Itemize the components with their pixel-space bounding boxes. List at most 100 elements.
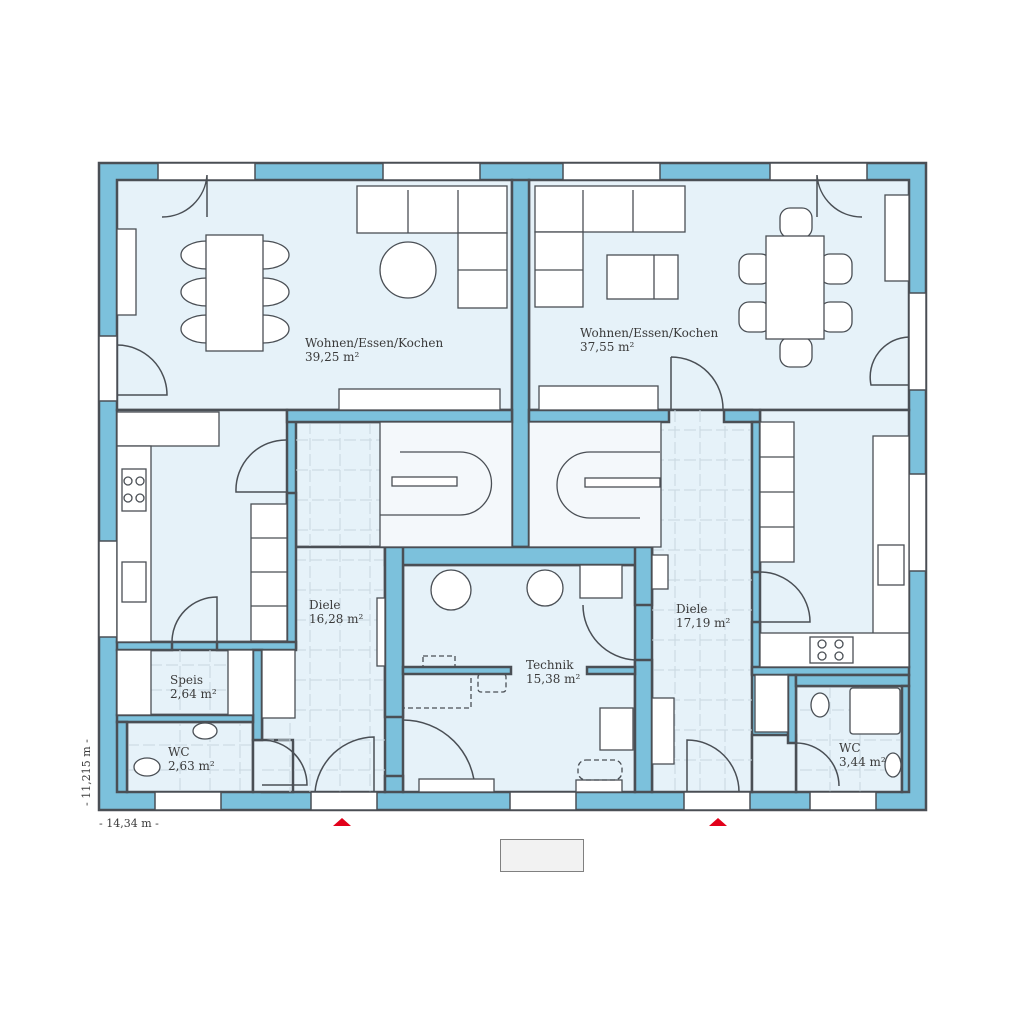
dryer-outline	[422, 655, 456, 668]
room-name: WC	[168, 745, 190, 759]
chair	[819, 301, 853, 333]
sink	[877, 544, 905, 586]
window	[98, 335, 118, 402]
window	[98, 540, 118, 638]
room-label-living-left: Wohnen/Essen/Kochen 39,25 m²	[305, 336, 443, 364]
appliance-outline	[577, 759, 623, 781]
window	[382, 162, 481, 181]
depth-dimension: - 11,215 m -	[80, 739, 93, 806]
washbasin	[884, 752, 902, 778]
window	[509, 791, 577, 811]
width-dimension: - 14,34 m -	[99, 817, 159, 830]
room-label-technik: Technik 15,38 m²	[526, 658, 580, 686]
speis-shelf	[227, 649, 254, 716]
room-area: 3,44 m²	[839, 755, 886, 769]
room-area: 16,28 m²	[309, 612, 364, 626]
door-swing	[261, 739, 308, 786]
door-swing	[869, 336, 910, 386]
door-swing	[582, 604, 636, 661]
room-label-living-right: Wohnen/Essen/Kochen 37,55 m²	[580, 326, 718, 354]
wardrobe	[754, 674, 789, 733]
window	[154, 791, 222, 811]
tank	[430, 569, 472, 611]
room-area: 37,55 m²	[580, 340, 635, 354]
wardrobe	[261, 649, 296, 719]
sink	[121, 561, 147, 603]
front-door	[683, 791, 751, 811]
room-area: 39,25 m²	[305, 350, 360, 364]
tank	[526, 569, 564, 607]
dining-table	[765, 235, 825, 340]
toilet	[810, 692, 830, 718]
sofa	[534, 185, 686, 233]
device	[599, 707, 634, 751]
room-name: Wohnen/Essen/Kochen	[580, 326, 719, 340]
room-label-diele-left: Diele 16,28 m²	[309, 598, 363, 626]
bench	[418, 778, 495, 793]
room-label-speis: Speis 2,64 m²	[170, 673, 217, 701]
door-swing	[686, 739, 740, 793]
sideboard	[884, 194, 910, 282]
floor-wc-left-hall	[251, 738, 295, 794]
wall-speis-right	[251, 648, 264, 742]
toilet	[133, 757, 161, 777]
wall-technik-left-low	[383, 774, 405, 794]
dining-table	[205, 234, 264, 352]
sofa	[356, 185, 508, 234]
window	[908, 473, 927, 572]
wall-stair-right-top	[527, 408, 671, 424]
door-swing	[402, 719, 476, 793]
door-swing	[795, 742, 840, 787]
wall-wc-left-west	[115, 720, 129, 794]
wall-diele-left	[285, 491, 298, 650]
room-name: Technik	[526, 658, 574, 672]
room-area: 17,19 m²	[676, 616, 731, 630]
armchair	[606, 254, 679, 300]
entry-arrow-icon	[709, 818, 727, 826]
chair	[819, 253, 853, 285]
washer-outline	[402, 673, 472, 709]
shelf	[651, 554, 669, 590]
stove	[121, 468, 147, 512]
door-swing	[171, 596, 218, 643]
wall-wc-right-east	[900, 684, 911, 794]
shelf	[651, 697, 675, 765]
legend-box	[500, 839, 584, 872]
room-name: WC	[839, 741, 861, 755]
wall-wc-right-top	[794, 673, 911, 688]
kitchen-counter	[116, 411, 220, 447]
device	[579, 564, 623, 599]
window	[562, 162, 661, 181]
window	[908, 292, 927, 391]
room-area: 15,38 m²	[526, 672, 581, 686]
door-swing	[670, 356, 724, 411]
door-swing	[161, 174, 208, 218]
stair-handrail	[380, 451, 493, 516]
wall-wc-left-top	[115, 713, 255, 724]
front-door	[310, 791, 378, 811]
room-label-wc-left: WC 2,63 m²	[168, 745, 215, 773]
room-name: Speis	[170, 673, 203, 687]
wall-technik-right-low	[633, 658, 654, 794]
door-swing	[759, 571, 811, 623]
door-swing	[816, 174, 863, 218]
stove	[809, 636, 854, 664]
wall-kitchen-right	[750, 420, 762, 574]
bench	[376, 597, 386, 667]
room-label-wc-right: WC 3,44 m²	[839, 741, 886, 769]
door-swing	[116, 344, 168, 396]
stair-handrail	[556, 451, 660, 519]
room-area: 2,63 m²	[168, 759, 215, 773]
entry-arrow-icon	[333, 818, 351, 826]
speis-shelf	[116, 649, 152, 716]
door-swing	[235, 439, 288, 493]
wall-technik-left	[383, 545, 405, 719]
chair	[779, 336, 813, 368]
window	[769, 162, 868, 181]
wall-speis-top	[115, 640, 174, 652]
tv-board	[538, 385, 659, 411]
wall-technik-mid-l	[401, 665, 513, 676]
room-name: Diele	[676, 602, 708, 616]
wall-stair-left-top	[285, 408, 514, 424]
wall-technik-right	[633, 545, 654, 607]
